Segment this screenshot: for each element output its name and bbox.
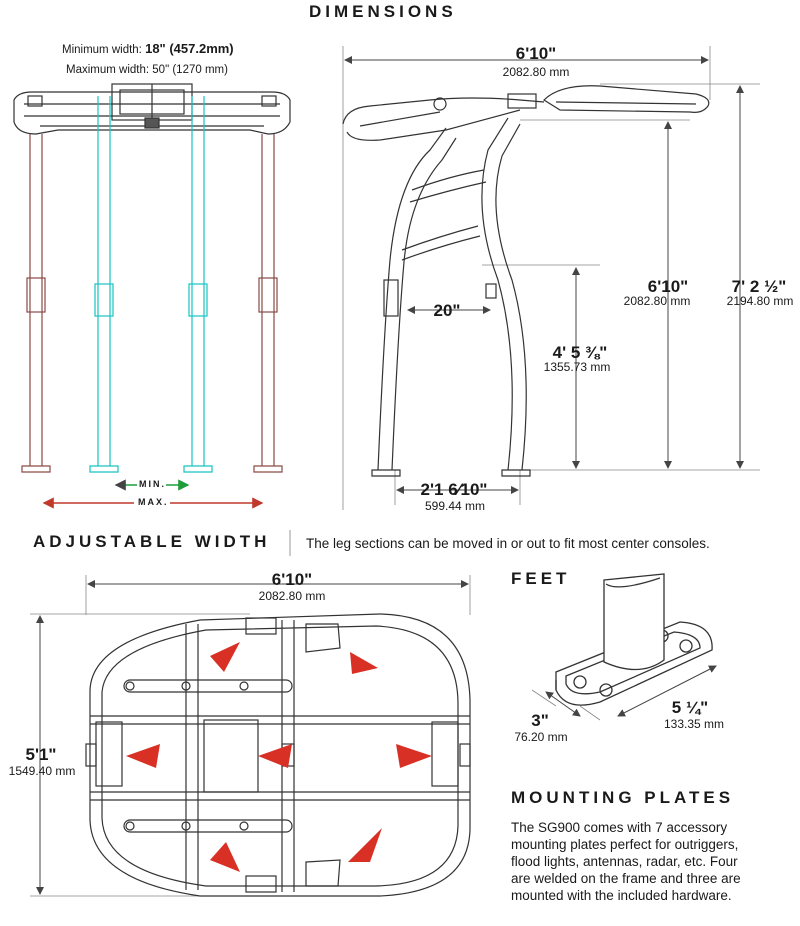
mounting-description: The SG900 comes with 7 accessory mountin…	[511, 819, 741, 904]
base-width-mm: 599.44 mm	[424, 499, 486, 513]
top-view	[30, 575, 471, 897]
max-marker: MAX.	[138, 497, 169, 507]
top-view-depth-mm: 1549.40 mm	[8, 764, 76, 778]
mounting-line: mounting plates perfect for outriggers,	[511, 837, 739, 852]
adjust-arrows	[126, 642, 432, 872]
min-width-value: 18" (457.2mm)	[145, 41, 234, 56]
front-view	[13, 83, 291, 473]
heading-adjustable-width: ADJUSTABLE WIDTH	[33, 532, 271, 551]
adjustable-description: The leg sections can be moved in or out …	[306, 536, 710, 551]
max-width-text: Maximum width: 50" (1270 mm)	[66, 64, 228, 76]
heading-dimensions: DIMENSIONS	[309, 2, 457, 21]
top-view-depth-dim: 5'1"	[25, 745, 57, 764]
foot-length-mm: 133.35 mm	[663, 717, 725, 731]
mounting-line: mounted with the included hardware.	[511, 888, 732, 903]
mounting-line: are welded on the frame and three are	[511, 871, 741, 886]
base-width-dim: 2'1 6⁄10"	[420, 480, 488, 499]
foot-drawing	[555, 573, 713, 706]
mid-width-dim: 20"	[433, 301, 461, 320]
frame-height-mm: 2082.80 mm	[623, 294, 691, 308]
max-width-label: Maximum width:	[66, 64, 150, 76]
top-view-width-mm: 2082.80 mm	[258, 589, 326, 603]
side-view	[342, 46, 760, 510]
heading-mounting-plates: MOUNTING PLATES	[511, 788, 735, 807]
frame-height-dim: 6'10"	[647, 277, 689, 296]
total-height-mm: 2194.80 mm	[726, 294, 794, 308]
mounting-line: The SG900 comes with 7 accessory	[511, 820, 728, 835]
heading-feet: FEET	[511, 569, 571, 588]
max-width-value: 50" (1270 mm)	[152, 64, 228, 76]
top-view-width-dim: 6'10"	[271, 570, 313, 589]
min-width-text: Minimum width: 18" (457.2mm)	[62, 41, 234, 56]
lower-height-mm: 1355.73 mm	[543, 360, 611, 374]
min-width-label: Minimum width:	[62, 44, 142, 56]
foot-length-dim: 5 ¼"	[671, 698, 709, 717]
foot-width-mm: 76.20 mm	[514, 730, 568, 744]
mounting-line: flood lights, antennas, radar, etc. Four	[511, 854, 738, 869]
min-marker: MIN.	[139, 479, 166, 489]
lower-height-dim: 4' 5 ⅜"	[552, 343, 608, 362]
top-length-dim: 6'10"	[515, 44, 557, 63]
foot-width-dim: 3"	[531, 711, 549, 730]
top-length-mm: 2082.80 mm	[502, 65, 570, 79]
total-height-dim: 7' 2 ½"	[731, 277, 787, 296]
